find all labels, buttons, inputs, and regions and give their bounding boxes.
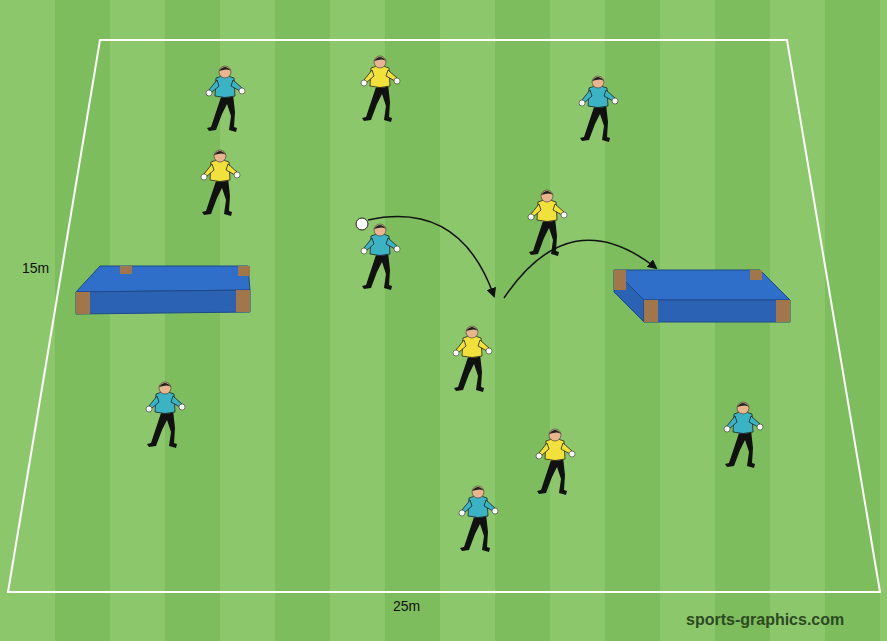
dimension-label: 15m [22,260,49,276]
right-mat [614,270,790,322]
deflect-arrow [504,240,656,298]
players [146,56,763,552]
left-mat [76,266,250,314]
watermark: sports-graphics.com [686,611,844,629]
dimension-label: 25m [393,598,420,614]
field-boundary [8,40,880,592]
throw-arrow [368,217,494,296]
ball [356,218,368,230]
